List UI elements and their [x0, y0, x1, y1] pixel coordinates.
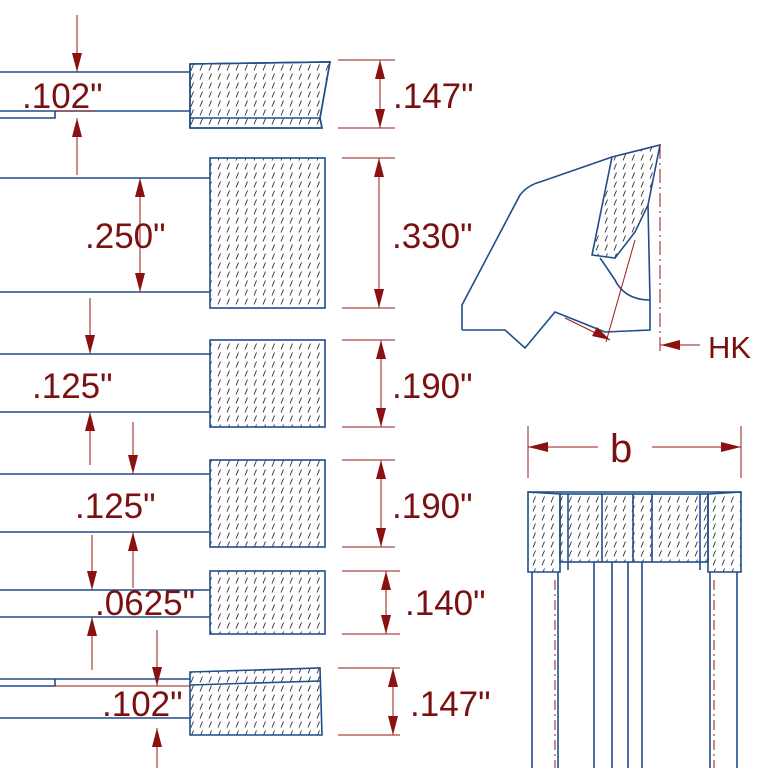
row6-thickness-label: .102" — [102, 685, 183, 724]
row1-height-label: .147" — [393, 77, 474, 116]
row2-thickness-label: .250" — [85, 217, 166, 256]
width-b-label: b — [610, 427, 632, 471]
profile-row-1 — [0, 15, 395, 175]
row3-height-label: .190" — [392, 367, 473, 406]
profile-row-3 — [0, 298, 395, 465]
row4-thickness-label: .125" — [75, 487, 156, 526]
row5-thickness-label: .0625" — [95, 584, 195, 623]
profile-row-2 — [0, 157, 395, 309]
tooth-profile-view — [461, 143, 700, 355]
row4-height-label: .190" — [392, 487, 473, 526]
profile-row-4 — [0, 422, 395, 588]
tooth-front-view — [527, 426, 742, 768]
row1-thickness-label: .102" — [22, 77, 103, 116]
row2-height-label: .330" — [392, 217, 473, 256]
profile-row-5 — [0, 535, 400, 670]
row3-thickness-label: .125" — [32, 367, 113, 406]
row6-height-label: .147" — [410, 685, 491, 724]
hook-angle-label: HK — [708, 330, 751, 365]
row5-height-label: .140" — [405, 584, 486, 623]
profile-row-6 — [0, 630, 400, 768]
